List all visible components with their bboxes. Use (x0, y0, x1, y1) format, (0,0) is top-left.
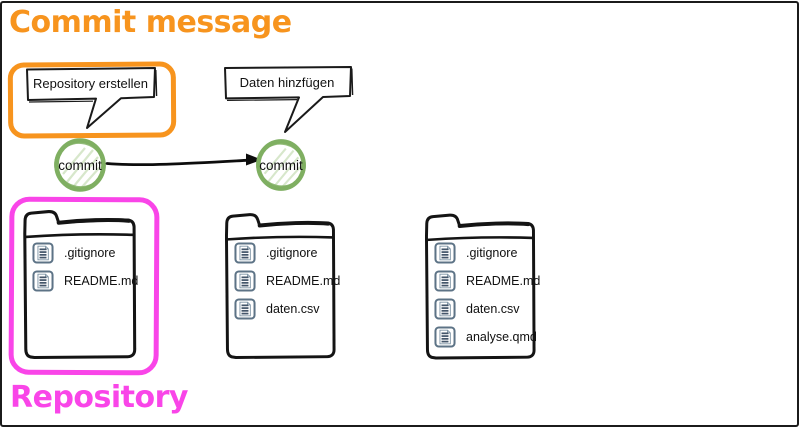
file-row: .gitignore (234, 242, 332, 264)
file-row: daten.csv (434, 298, 532, 320)
file-list: .gitignore README.md (32, 239, 138, 292)
file-list: .gitignore README.md daten.csv analyse.q… (434, 242, 540, 348)
document-icon (434, 298, 456, 320)
file-row: daten.csv (234, 298, 332, 320)
repo-folder-1: .gitignore README.md (21, 206, 141, 362)
document-icon (434, 242, 456, 264)
document-icon (234, 270, 256, 292)
document-icon (234, 242, 256, 264)
document-icon (32, 270, 54, 292)
file-list: .gitignore README.md daten.csv (234, 242, 340, 320)
speech-bubble-shape (224, 66, 354, 133)
repository-label: Repository (10, 380, 188, 415)
commit-node-2: commit (254, 138, 308, 192)
file-row: README.md (234, 270, 340, 292)
repo-folder-2: .gitignore README.md daten.csv (223, 209, 340, 362)
file-row: README.md (434, 270, 540, 292)
file-label: .gitignore (266, 246, 318, 260)
file-row: .gitignore (32, 242, 133, 264)
file-label: README.md (466, 274, 541, 288)
speech-bubble-daten-hinzufuegen: Daten hinzfügen (219, 63, 357, 137)
commit-node-label: commit (259, 157, 303, 173)
document-icon (32, 242, 54, 264)
file-label: README.md (266, 274, 341, 288)
speech-bubble-text: Repository erstellen (33, 75, 148, 91)
file-row: .gitignore (434, 242, 532, 264)
speech-bubble-text: Daten hinzfügen (239, 74, 335, 90)
commit-node-1: commit (52, 137, 108, 193)
file-label: README.md (64, 274, 139, 288)
document-icon (434, 270, 456, 292)
commit-arrow (105, 153, 262, 167)
commit-message-title: Commit message (9, 5, 292, 40)
file-row: README.md (32, 270, 138, 292)
file-label: daten.csv (466, 302, 520, 316)
repo-folder-3: .gitignore README.md daten.csv analyse.q… (423, 209, 540, 363)
speech-bubble-shape (26, 67, 158, 129)
speech-bubble-repository-erstellen: Repository erstellen (21, 64, 161, 134)
file-label: analyse.qmd (466, 330, 537, 344)
file-label: .gitignore (64, 246, 116, 260)
file-label: daten.csv (266, 302, 320, 316)
file-row: analyse.qmd (434, 326, 537, 348)
document-icon (434, 326, 456, 348)
document-icon (234, 298, 256, 320)
commit-node-label: commit (58, 157, 102, 173)
file-label: .gitignore (466, 246, 518, 260)
